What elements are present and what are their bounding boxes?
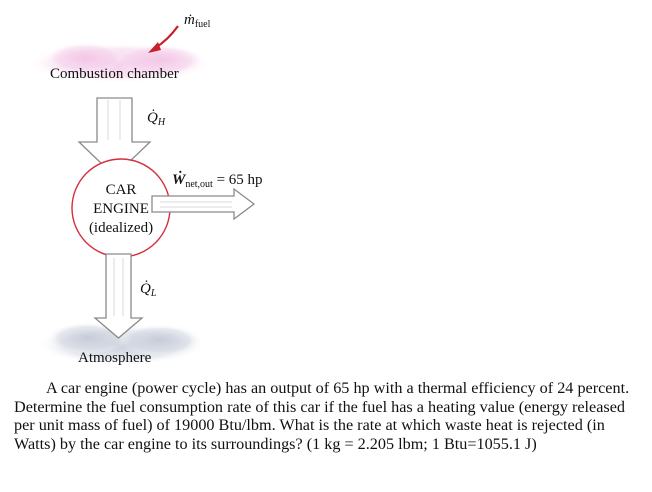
combustion-chamber-label: Combustion chamber [50, 66, 179, 82]
heat-out-label: Q̇L [140, 281, 157, 299]
engine-label: CAR ENGINE (idealized) [86, 181, 156, 238]
heat-engine-diagram [28, 25, 256, 365]
atmosphere-cloud [37, 322, 207, 365]
heat-in-arrow [77, 97, 152, 177]
engine-label-line: ENGINE [93, 201, 149, 217]
net-work-label: Ẇnet,out = 65 hp [172, 172, 263, 190]
heat-out-arrow [93, 253, 144, 339]
atmosphere-label: Atmosphere [78, 350, 152, 366]
engine-label-line: (idealized) [88, 220, 154, 236]
fuel-mass-flow-label: ṁfuel [184, 12, 211, 30]
work-out-arrow [151, 187, 256, 221]
fuel-arrow-head [148, 42, 161, 53]
engine-label-line: CAR [105, 182, 137, 198]
problem-statement: A car engine (power cycle) has an output… [14, 379, 630, 453]
heat-in-label: Q̇H [147, 110, 166, 128]
combustion-chamber-cloud [28, 42, 212, 83]
